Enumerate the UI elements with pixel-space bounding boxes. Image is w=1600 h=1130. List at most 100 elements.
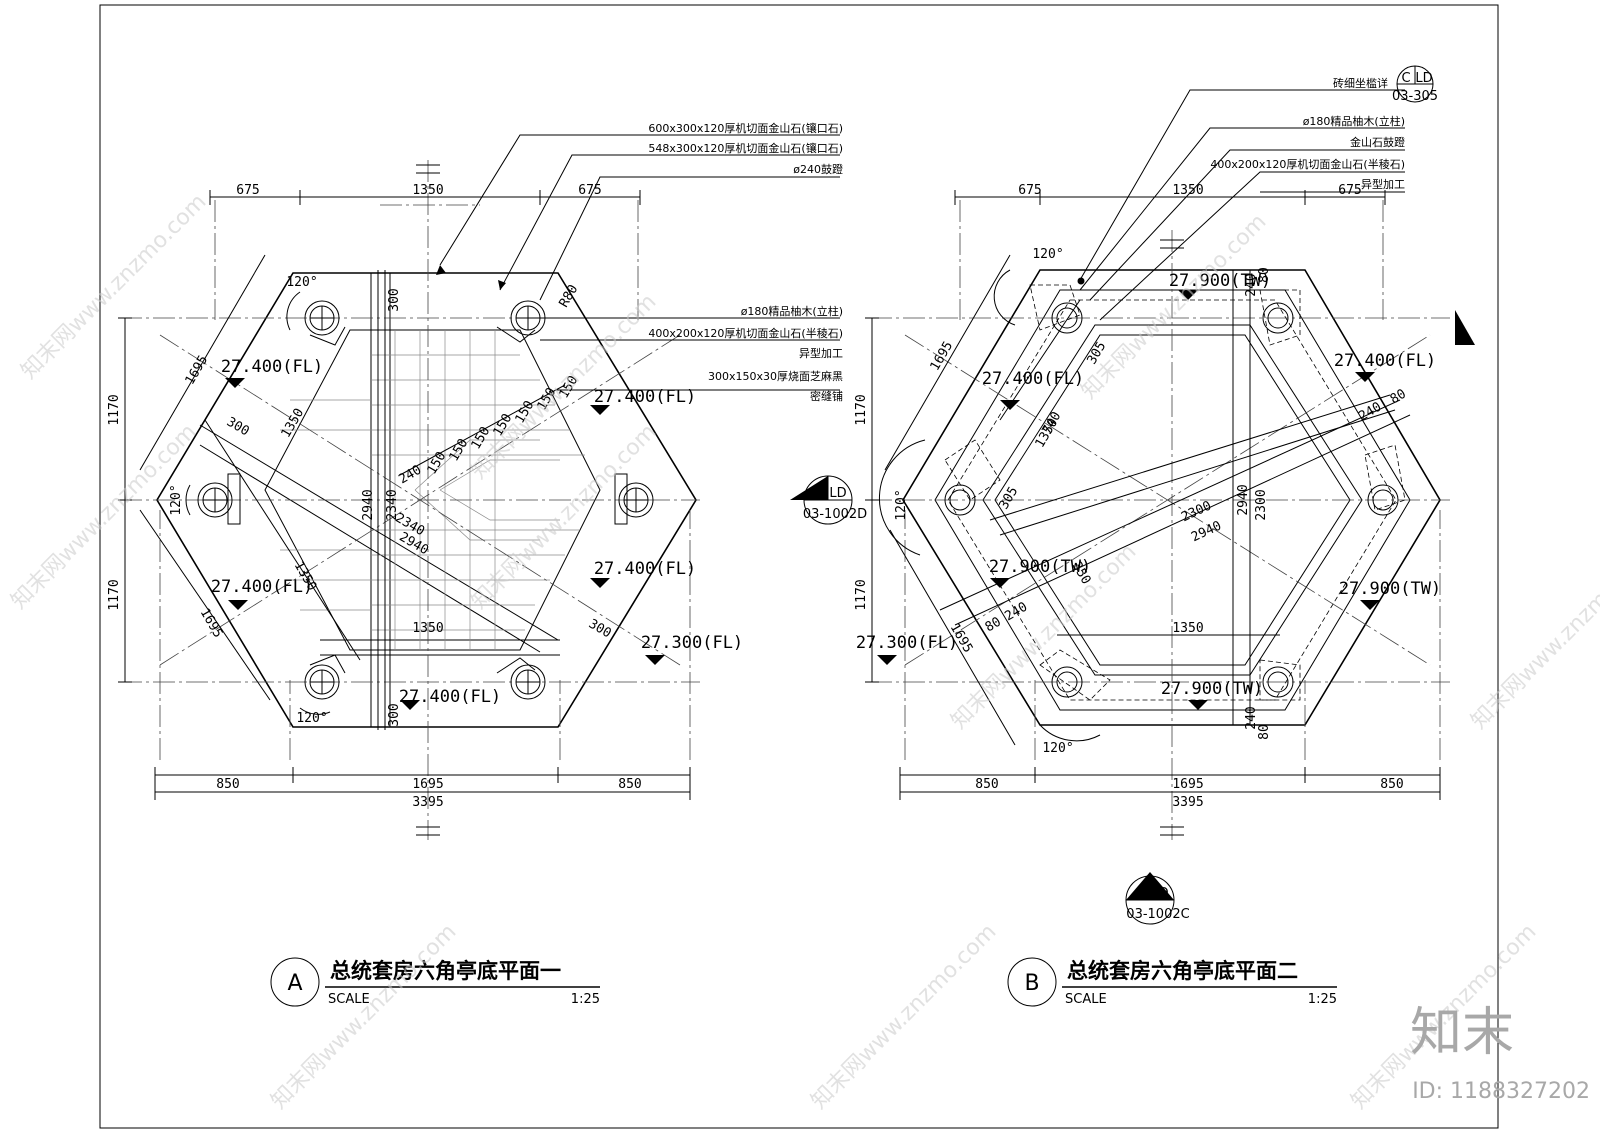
column (1051, 302, 1083, 334)
plan-b (790, 65, 1475, 925)
title-b (1007, 957, 1337, 1007)
dim-240-top: 240 (1244, 273, 1259, 296)
dim-left-1: 1170 (854, 394, 869, 425)
note-a-1: 600x300x120厚机切面金山石(镶口石) (648, 121, 843, 135)
note-a-7: 300x150x30厚烧面芝麻黑 (708, 369, 843, 383)
watermark: 知末网www.znzmo.com (7, 419, 202, 614)
section-bottom-top: - (1142, 886, 1147, 901)
title-a-label: A (287, 971, 302, 996)
angle-bottom: 120° (296, 711, 327, 726)
title-a-circle (270, 957, 320, 1007)
column (304, 300, 340, 336)
dim-240-bottom: 240 (1244, 706, 1259, 729)
plan-b-text: 675 1350 675 850 1695 850 3395 1170 1170… (803, 71, 1441, 1007)
dim-bottom-1: 850 (975, 777, 998, 792)
dim-300-top: 300 (387, 288, 402, 311)
dim-80-right: 80 (1388, 387, 1409, 408)
note-a-4: ø180精品柚木(立柱) (741, 304, 843, 318)
elev-b-fl-right: 27.400(FL) (1334, 351, 1436, 371)
elev-a-4: 27.400(FL) (594, 559, 696, 579)
note-a-8: 密缝铺 (810, 389, 843, 403)
note-b-5: 异型加工 (1361, 177, 1405, 191)
dim-80-bottom: 80 (1257, 724, 1272, 740)
angle-bottom: 120° (1042, 741, 1073, 756)
dim-2300-vertical: 2300 (1254, 489, 1269, 520)
elev-b-ground: 27.300(FL) (856, 633, 958, 653)
title-a (270, 957, 600, 1007)
column (197, 482, 233, 518)
dim-left-1: 1170 (107, 394, 122, 425)
dim-left-2: 1170 (107, 579, 122, 610)
note-a-5: 400x200x120厚机切面金山石(半稜石) (648, 326, 843, 340)
dim-1350-upper: 1350 (279, 406, 308, 441)
dim-1350-bottom: 1350 (412, 621, 443, 636)
title-b-label: B (1024, 971, 1039, 996)
angle-left: 120° (169, 484, 184, 515)
dim-top-3: 675 (1338, 183, 1361, 198)
dim-top-3: 675 (578, 183, 601, 198)
dim-2940-vertical: 2940 (361, 489, 376, 520)
section-bottom-bottom: 03-1002C (1126, 907, 1189, 922)
elev-a-1: 27.400(FL) (221, 357, 323, 377)
elev-b-tw-right: 27.900(TW) (1339, 579, 1441, 599)
note-b-2: ø180精品柚木(立柱) (1303, 114, 1405, 128)
title-b-scale-label: SCALE (1065, 992, 1107, 1007)
dim-left-2: 1170 (854, 579, 869, 610)
angle-left: 120° (894, 489, 909, 520)
note-b-1: 砖细坐槛详 (1333, 76, 1388, 90)
elev-b-tw-top: 27.900(TW) (1169, 271, 1271, 291)
dim-bottom-2: 1695 (1172, 777, 1203, 792)
watermark: 知末网www.znzmo.com (807, 919, 1002, 1114)
column (304, 664, 340, 700)
title-a-scale-value: 1:25 (571, 992, 600, 1007)
dim-300-bottom: 300 (387, 703, 402, 726)
note-a-2: 548x300x120厚机切面金山石(镶口石) (648, 141, 843, 155)
note-a-6: 异型加工 (799, 346, 843, 360)
detail-ref-right: LD (1415, 71, 1432, 86)
column (1051, 666, 1083, 698)
section-left-bottom: 03-1002D (803, 507, 867, 522)
plan-a-text: 675 1350 675 850 1695 850 3395 1170 1170… (107, 121, 843, 1007)
elev-b-tw-left: 27.900(TW) (989, 557, 1091, 577)
title-a-scale-label: SCALE (328, 992, 370, 1007)
column (1262, 666, 1294, 698)
sheet-border (99, 4, 1499, 1129)
watermark: 知末网www.znzmo.com (1077, 209, 1272, 404)
title-b-scale-value: 1:25 (1308, 992, 1337, 1007)
angle-top: 120° (1032, 247, 1063, 262)
dim-total: 3395 (412, 795, 443, 810)
dim-top-2: 1350 (412, 183, 443, 198)
dim-80-left: 80 (983, 615, 1004, 636)
dim-bottom-2: 1695 (412, 777, 443, 792)
dim-edge-upper: 1695 (183, 353, 212, 388)
dim-1350-bottom: 1350 (1172, 621, 1203, 636)
watermark: 知末网www.znzmo.com (17, 189, 212, 384)
dim-edge-lower: 1695 (197, 606, 226, 641)
elev-b-tw-bottom: 27.900(TW) (1161, 679, 1263, 699)
dim-300-band: 300 (224, 415, 252, 440)
title-b-circle (1007, 957, 1057, 1007)
title-a-text: 总统套房六角亭底平面一 (330, 959, 561, 983)
note-a-3: ø240鼓蹬 (793, 162, 843, 176)
column (510, 664, 546, 700)
dim-80-top: 80 (1257, 267, 1272, 283)
plan-a-columns (197, 300, 654, 700)
elev-a-3: 27.400(FL) (211, 577, 313, 597)
section-marker-left (790, 475, 853, 525)
note-b-3: 金山石鼓蹬 (1350, 135, 1405, 149)
dim-bottom-1: 850 (216, 777, 239, 792)
plan-a (118, 134, 840, 840)
column (1262, 302, 1294, 334)
watermark: 知末网www.znzmo.com (267, 919, 462, 1114)
angle-top: 120° (286, 275, 317, 290)
north-arrow-icon (1455, 310, 1475, 345)
section-bottom-right: LD (1151, 886, 1168, 901)
dim-edge-upper: 1695 (928, 339, 957, 374)
dim-total: 3395 (1172, 795, 1203, 810)
dim-150-2: 150 (447, 436, 472, 464)
detail-ref-top: C (1401, 71, 1410, 86)
column (944, 484, 976, 516)
dim-top-2: 1350 (1172, 183, 1203, 198)
section-left-right: LD (829, 486, 846, 501)
